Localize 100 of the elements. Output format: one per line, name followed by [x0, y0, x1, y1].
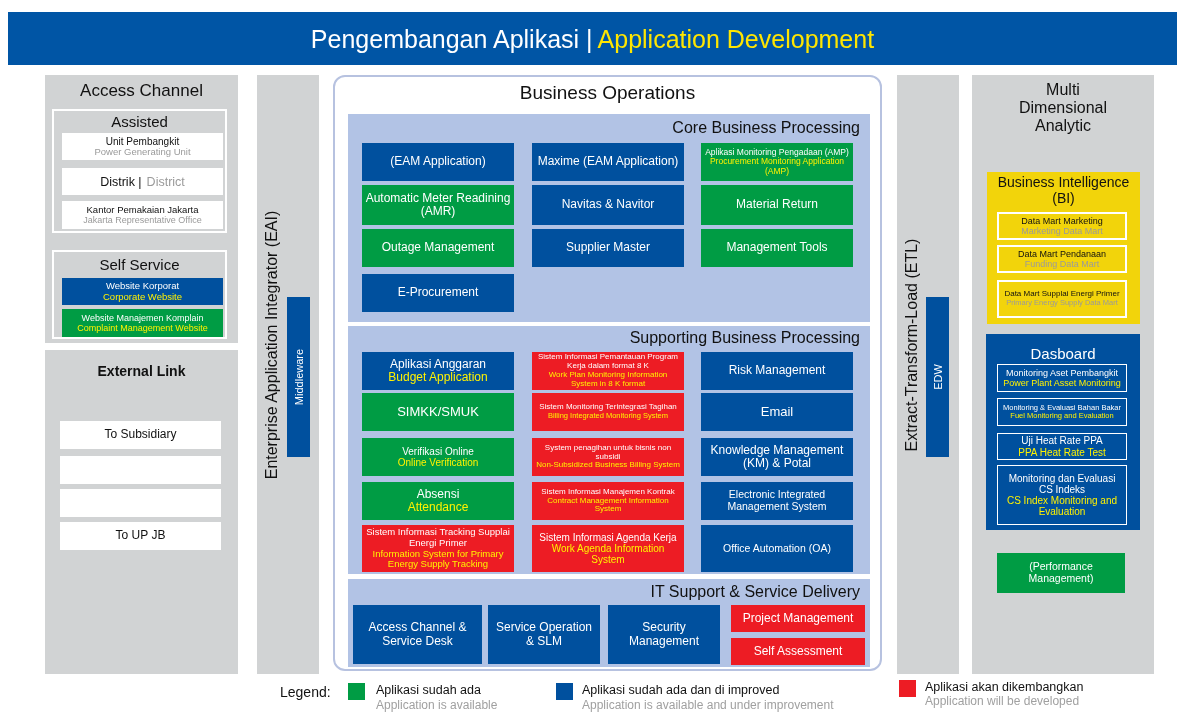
- application-box: [362, 229, 514, 267]
- box-label: SIMKK/SMUK: [397, 404, 479, 420]
- box-label: Knowledge Management (KM) & Potal: [709, 443, 845, 471]
- channel-box: [62, 201, 223, 229]
- box-label: Email: [760, 404, 794, 420]
- translation-label: Attendance: [407, 501, 469, 515]
- box-label: Automatic Meter Readining (AMR): [365, 191, 511, 219]
- application-box: [701, 525, 853, 572]
- translation-label: CS Index Monitoring and Evaluation: [1005, 495, 1119, 518]
- box-label: Office Automation (OA): [723, 542, 831, 555]
- application-box: [532, 438, 684, 476]
- application-box: [362, 482, 514, 520]
- box-label: Aplikasi Anggaran: [389, 357, 487, 371]
- box-label: Data Mart Marketing: [1021, 215, 1103, 226]
- application-box: [362, 143, 514, 181]
- translation-label: Jakarta Representative Office: [83, 215, 202, 226]
- application-box: [926, 297, 949, 457]
- box-label: Unit Pembangkit: [105, 135, 180, 147]
- application-box: [532, 185, 684, 225]
- header-band: [8, 12, 1177, 65]
- box-label: Self Assessment: [753, 644, 843, 659]
- box-label: Verifikasi Online: [402, 445, 474, 457]
- empty-box: [60, 489, 221, 517]
- empty-box: [60, 456, 221, 484]
- dashboard-item: [997, 364, 1127, 392]
- translation-label: Power Generating Unit: [94, 146, 191, 158]
- section-heading: External Link: [96, 364, 187, 380]
- section-heading: Access Channel: [79, 81, 204, 101]
- box-label: System penagihan untuk bisnis non subsidi: [543, 443, 673, 462]
- box-label: Management Tools: [726, 241, 828, 255]
- application-box: [701, 352, 853, 390]
- application-box: [731, 638, 865, 665]
- process-group: [348, 579, 870, 667]
- section-heading: Core Business Processing: [671, 119, 860, 137]
- box-label: Middleware: [292, 348, 305, 406]
- application-box: [353, 605, 482, 664]
- data-mart-box: [997, 212, 1127, 240]
- box-label: Sistem Informasi Pemantauan Program Kerja dalam format 8 K: [536, 353, 680, 371]
- section-panel: [972, 75, 1154, 674]
- translation-label: District: [146, 174, 185, 189]
- box-label: To UP JB: [115, 529, 166, 543]
- box-label: Electronic Integrated Management System: [726, 489, 828, 513]
- box-label: Data Mart Pendanaan: [1017, 248, 1107, 259]
- translation-note: Application is available: [376, 699, 498, 713]
- section-heading: Supporting Business Processing: [628, 329, 860, 347]
- channel-box: [60, 522, 221, 550]
- section-panel: [45, 75, 238, 343]
- section-heading: Self Service: [98, 257, 181, 274]
- group-box: [986, 334, 1140, 530]
- channel-box: [62, 168, 223, 195]
- application-box: [701, 229, 853, 267]
- application-box: [532, 143, 684, 181]
- application-box: [608, 605, 720, 664]
- legend-label: Aplikasi sudah ada dan di improved: [582, 684, 780, 698]
- dashboard-item: [997, 433, 1127, 460]
- box-label: Outage Management: [381, 241, 495, 255]
- box-label: Website Manajemen Komplain: [81, 312, 204, 323]
- group-box: [987, 172, 1140, 324]
- box-label: Service Operation & SLM: [494, 621, 593, 648]
- translation-label: Procurement Monitoring Application (AMP): [709, 157, 845, 177]
- box-label: Aplikasi Monitoring Pengadaan (AMP): [705, 147, 849, 158]
- process-group: [348, 114, 870, 322]
- translation-label: Work Plan Monitoring Information System in 8 K format: [547, 371, 669, 389]
- translation-label: Application Development: [597, 24, 875, 53]
- box-label: Material Return: [736, 198, 818, 212]
- data-mart-box: [997, 245, 1127, 273]
- application-box: [701, 482, 853, 520]
- section-heading: Assisted: [110, 114, 169, 131]
- box-label: Monitoring Aset Pembangkit: [1005, 367, 1119, 378]
- section-heading: IT Support & Service Delivery: [649, 583, 860, 601]
- legend-label: Aplikasi sudah ada: [376, 684, 481, 698]
- application-box: [701, 393, 853, 431]
- dashboard-item: [997, 398, 1127, 426]
- group-box: [52, 109, 227, 233]
- box-label: Risk Management: [728, 364, 826, 378]
- application-box: [532, 229, 684, 267]
- section-heading: Business Intelligence (BI): [996, 175, 1131, 207]
- legend-title: Legend:: [280, 685, 331, 701]
- application-box: [362, 393, 514, 431]
- application-box: [362, 525, 514, 572]
- application-box: [488, 605, 600, 664]
- group-box: [52, 250, 227, 339]
- process-group: [348, 326, 870, 574]
- application-box: [62, 309, 223, 337]
- box-label: Data Mart Supplai Energi Primer: [1004, 290, 1120, 300]
- channel-box: [60, 421, 221, 449]
- application-box: [997, 553, 1125, 593]
- translation-note: Application is available and under improvement: [582, 699, 834, 713]
- section-heading: Dasboard: [1029, 346, 1097, 363]
- application-box: [701, 185, 853, 225]
- application-box: [532, 482, 684, 520]
- box-label: Sistem Informasi Agenda Kerja: [539, 531, 677, 543]
- box-label: Sistem Informasi Tracking Supplai Energi Primer: [365, 527, 511, 549]
- dashboard-item: [997, 465, 1127, 525]
- legend-label: Aplikasi akan dikembangkan: [925, 681, 1084, 695]
- application-box: [532, 525, 684, 572]
- translation-label: Marketing Data Mart: [1021, 226, 1103, 237]
- box-label: Monitoring dan Evaluasi CS Indeks: [1007, 472, 1117, 495]
- box-label: Access Channel & Service Desk: [367, 621, 468, 648]
- section-heading: Enterprise Application Integrator (EAI): [263, 210, 281, 479]
